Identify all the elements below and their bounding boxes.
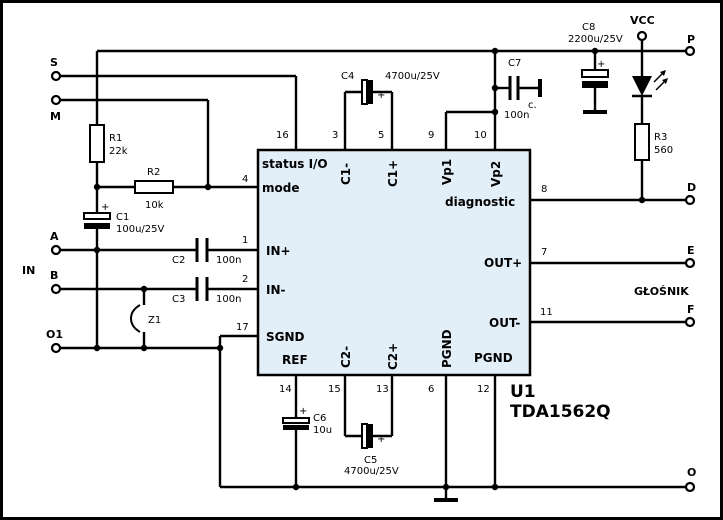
pin-2: 2 [242,274,248,285]
terminal-e: E [687,244,695,257]
c5-value: 4700u/25V [344,466,399,477]
c1-ref: C1 [116,212,129,223]
pin-name-pgnd-right: PGND [474,351,513,365]
c7-value: 100n [504,110,529,121]
terminal-vcc: VCC [630,14,655,27]
r1-ref: R1 [109,133,122,144]
pin-17: 17 [236,322,249,333]
pin-15: 15 [328,384,341,395]
jumper-z1 [130,304,141,333]
ic-part: TDA1562Q [510,402,611,422]
r3-value: 560 [654,145,673,156]
pin-name-ref: REF [282,353,308,367]
pin-16: 16 [276,130,289,141]
label-speaker: GŁOŚNIK [634,285,689,298]
c8-value: 2200u/25V [568,34,623,45]
terminal-p: P [687,33,695,46]
terminal-s: S [50,56,58,69]
ic-name: U1 [510,382,536,402]
capacitor-c7 [508,76,520,100]
capacitor-c1: + [83,202,111,236]
pin-5: 5 [378,130,384,141]
capacitor-c8: + [581,59,609,88]
resistor-r1 [89,124,105,163]
c4-value: 4700u/25V [385,71,440,82]
c3-ref: C3 [172,294,185,305]
pin-name-sgnd: SGND [266,330,305,344]
r2-value: 10k [145,200,164,211]
pin-10: 10 [474,130,487,141]
terminal-o: O [687,466,696,479]
pin-name-in-plus: IN+ [266,244,291,258]
terminal-f: F [687,303,695,316]
svg-text:+: + [101,202,109,213]
pin-name-out-minus: OUT- [489,316,520,330]
c2-ref: C2 [172,255,185,266]
z1-ref: Z1 [148,315,161,326]
pin-name-out-plus: OUT+ [484,256,522,270]
c6-value: 10u [313,425,332,436]
pin-name-in-minus: IN- [266,283,286,297]
capacitor-c2 [195,238,209,262]
terminal-circles [50,30,696,493]
svg-text:+: + [597,59,605,70]
terminal-a: A [50,230,59,243]
c2-value: 100n [216,255,241,266]
c6-ref: C6 [313,413,326,424]
pin-name-vp1: Vp1 [440,159,454,185]
pin-6: 6 [428,384,434,395]
pin-3: 3 [332,130,338,141]
c3-value: 100n [216,294,241,305]
pin-name-c1-plus: C1+ [386,160,400,187]
c7-note: c. [528,100,537,111]
pin-4: 4 [242,174,248,185]
capacitor-c5: + [361,423,385,449]
ground-symbols [434,79,607,502]
pin-1: 1 [242,235,248,246]
pin-name-diagnostic: diagnostic [445,195,515,209]
c1-value: 100u/25V [116,224,165,235]
resistor-r2 [134,180,174,194]
resistor-r3 [634,123,650,161]
capacitor-c4: + [361,79,385,105]
pin-name-pgnd-bottom: PGND [440,329,454,368]
terminal-b: B [50,269,58,282]
pin-name-c2-plus: C2+ [386,343,400,370]
terminal-m: M [50,110,61,123]
pin-11: 11 [540,307,553,318]
pin-7: 7 [541,247,547,258]
pin-8: 8 [541,184,547,195]
pin-14: 14 [279,384,292,395]
led [632,70,668,98]
pin-name-c2-minus: C2- [339,346,353,368]
r3-ref: R3 [654,132,667,143]
pin-12: 12 [477,384,490,395]
pin-name-mode: mode [262,181,299,195]
r1-value: 22k [109,146,128,157]
pin-9: 9 [428,130,434,141]
capacitor-c6: + [282,406,310,430]
capacitor-c3 [195,277,209,301]
c7-ref: C7 [508,58,521,69]
ic-body [256,148,532,377]
pin-numbers: 16 3 5 9 10 4 1 2 17 8 7 11 14 15 13 6 1… [236,130,553,395]
c8-ref: C8 [582,22,595,33]
svg-text:+: + [377,434,385,445]
ic-pin-names: status I/O mode IN+ IN- SGND REF diagnos… [262,157,522,370]
c4-ref: C4 [341,71,354,82]
terminal-o1: O1 [46,328,63,341]
pin-name-c1-minus: C1- [339,163,353,185]
terminal-d: D [687,181,696,194]
r2-ref: R2 [147,167,160,178]
svg-text:+: + [377,90,385,101]
label-in: IN [22,264,35,277]
c5-ref: C5 [364,455,377,466]
pin-13: 13 [376,384,389,395]
pin-name-vp2: Vp2 [489,161,503,187]
junctions [93,47,646,491]
svg-text:+: + [299,406,307,417]
pin-name-status-io: status I/O [262,157,328,171]
